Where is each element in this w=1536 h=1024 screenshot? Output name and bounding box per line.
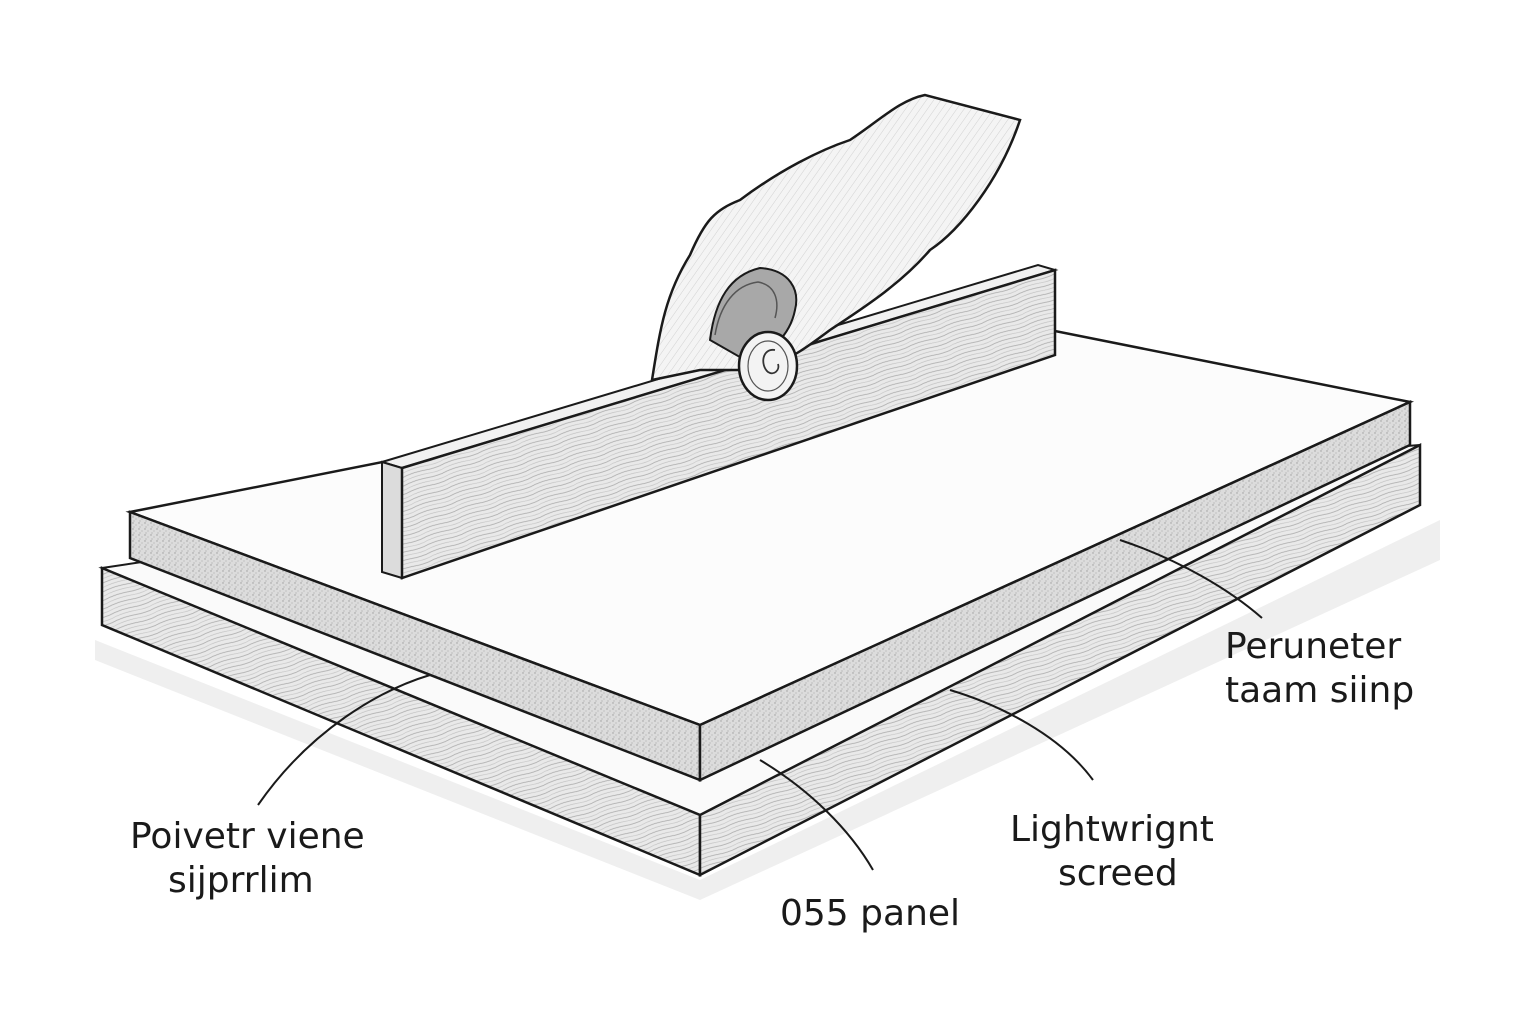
coin-icon xyxy=(739,332,797,400)
label-panel: 055 panel xyxy=(780,892,960,936)
label-panel-line1: 055 panel xyxy=(780,892,960,936)
label-screed-line2: screed xyxy=(1010,852,1214,896)
label-left: Poivetr viene sijprrlim xyxy=(130,815,365,903)
label-screed-line1: Lightwrignt xyxy=(1010,808,1214,852)
label-left-line1: Poivetr viene xyxy=(130,815,365,859)
label-strip: Peruneter taam siinp xyxy=(1225,625,1414,713)
label-strip-line1: Peruneter xyxy=(1225,625,1414,669)
label-screed: Lightwrignt screed xyxy=(1010,808,1214,896)
label-left-line2: sijprrlim xyxy=(130,859,365,903)
label-strip-line2: taam siinp xyxy=(1225,669,1414,713)
